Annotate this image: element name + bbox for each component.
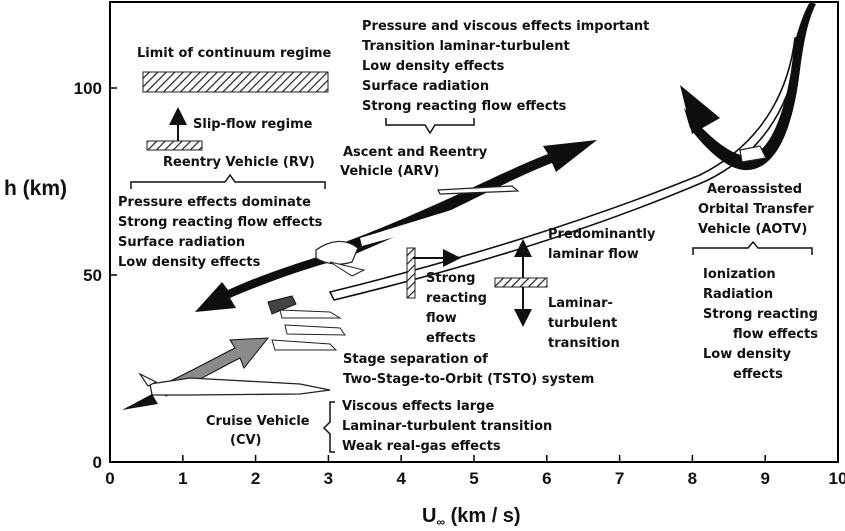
cruise-vehicle [149, 377, 331, 396]
arv-effect-3: Low density effects [362, 59, 505, 74]
rv-vehicle [315, 240, 359, 265]
tsto-label-1: Stage separation of [343, 352, 488, 367]
reacting-label-1: Strong [426, 271, 475, 286]
y-tick-label-1: 50 [83, 266, 102, 285]
rv-vehicle-2 [329, 261, 366, 277]
reacting-label-2: reacting [426, 291, 487, 306]
aotv-title-1: Aeroassisted [707, 182, 802, 197]
aotv-trajectory [684, 2, 816, 171]
aotv-effect-2: Radiation [703, 287, 773, 302]
reacting-label-3: flow [426, 311, 457, 326]
cv-title-2: (CV) [230, 433, 261, 448]
aotv-effect-3: Strong reacting [703, 307, 818, 322]
laminar-bar [494, 277, 548, 288]
arv-title-2: Vehicle (ARV) [340, 164, 439, 179]
aotv-arrow-head [680, 85, 720, 134]
slip-flow-bar [146, 140, 203, 151]
laminar-label-1: Predominantly [548, 227, 656, 242]
arv-effect-1: Pressure and viscous effects important [362, 19, 649, 34]
x-tick-label-9: 9 [760, 469, 769, 488]
rv-effect-2: Strong reacting flow effects [118, 215, 323, 230]
rv-brace [130, 173, 326, 189]
cv-effect-1: Viscous effects large [342, 399, 494, 414]
arv-effect-4: Surface radiation [362, 79, 489, 94]
aotv-effect-1: Ionization [703, 267, 776, 282]
aotv-effect-5: Low density [703, 347, 792, 362]
rv-effect-4: Low density effects [118, 255, 261, 270]
tsto-stack [267, 295, 297, 315]
aotv-title-3: Vehicle (AOTV) [698, 222, 807, 237]
continuum-limit-label: Limit of continuum regime [137, 46, 332, 61]
x-tick-label-10: 10 [829, 469, 845, 488]
cv-title-1: Cruise Vehicle [206, 414, 310, 429]
aotv-title-2: Orbital Transfer [698, 202, 814, 217]
continuum-limit-band [142, 71, 329, 93]
laminar-label-2: laminar flow [548, 247, 639, 262]
x-tick-label-3: 3 [324, 469, 333, 488]
x-tick-label-2: 2 [251, 469, 260, 488]
y-tick-label-2: 100 [74, 79, 102, 98]
aotv-vehicle [739, 145, 767, 163]
rv-effect-1: Pressure effects dominate [118, 195, 311, 210]
y-tick-label-0: 0 [93, 453, 102, 472]
y-axis-label: h (km) [4, 177, 67, 200]
x-tick-label-4: 4 [396, 469, 406, 488]
aotv-effect-4: flow effects [733, 327, 818, 342]
arv-brace [385, 118, 475, 135]
lam-turb-label-2: turbulent [548, 316, 617, 331]
x-tick-label-6: 6 [542, 469, 551, 488]
x-tick-label-1: 1 [178, 469, 187, 488]
arv-effect-5: Strong reacting flow effects [362, 99, 567, 114]
arv-effects: Pressure and viscous effects important T… [362, 19, 649, 114]
x-axis-label: U∞ (km / s) [422, 505, 521, 529]
tsto-upper-stage-2 [284, 324, 346, 336]
x-tick-label-5: 5 [469, 469, 478, 488]
arv-title-1: Ascent and Reentry [343, 145, 488, 160]
lam-turb-label-3: transition [548, 336, 620, 351]
aotv-brace [692, 240, 813, 255]
reacting-wall [406, 247, 416, 299]
reacting-label-4: effects [426, 331, 476, 346]
tsto-orbiter [271, 339, 338, 351]
x-tick-label-8: 8 [688, 469, 697, 488]
ascent-arrow [360, 180, 565, 246]
descent-arrow [195, 250, 345, 312]
rv-effects: Pressure effects dominate Strong reactin… [118, 195, 323, 270]
cruise-approach-arrow [122, 394, 158, 410]
tsto-label-2: Two-Stage-to-Orbit (TSTO) system [343, 372, 594, 387]
arv-effect-2: Transition laminar-turbulent [362, 39, 570, 54]
slip-flow-label: Slip-flow regime [193, 117, 313, 132]
lam-turb-label-1: Laminar- [548, 296, 613, 311]
aotv-effect-6: effects [733, 367, 783, 382]
x-tick-label-7: 7 [615, 469, 624, 488]
cv-effect-2: Laminar-turbulent transition [342, 419, 552, 434]
tsto-upper-stage-1 [279, 309, 342, 319]
x-tick-label-0: 0 [105, 469, 114, 488]
rv-effect-3: Surface radiation [118, 235, 245, 250]
cv-effect-3: Weak real-gas effects [342, 439, 501, 454]
arv-vehicle [437, 185, 520, 195]
cruise-vehicle-tail [138, 372, 158, 387]
rv-title: Reentry Vehicle (RV) [163, 155, 315, 170]
cv-brace [322, 401, 335, 453]
